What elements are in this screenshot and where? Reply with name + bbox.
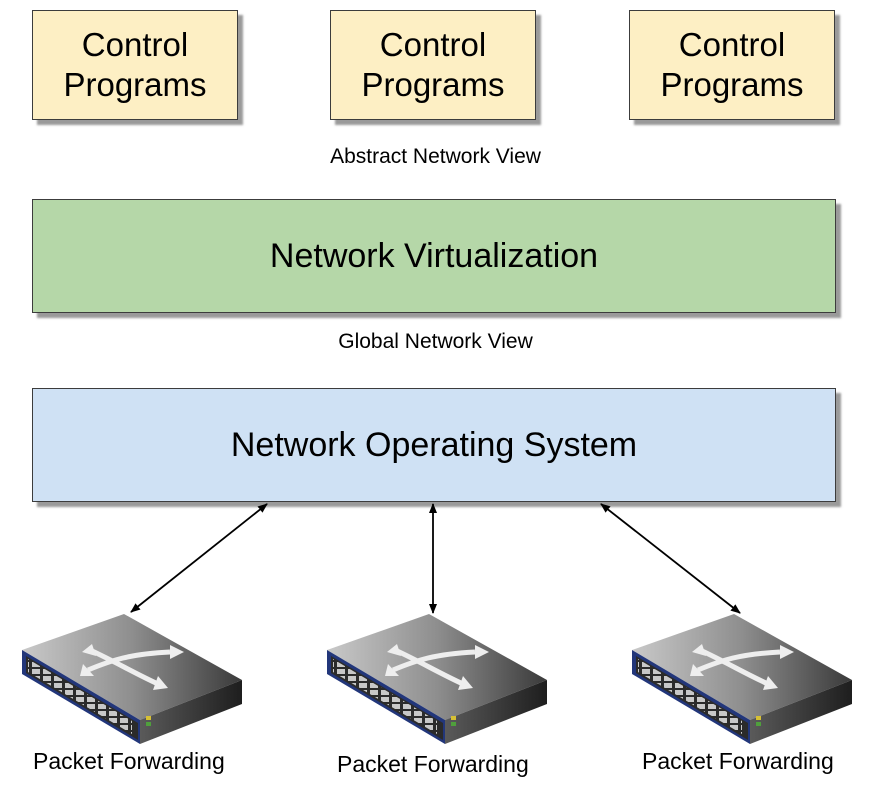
packet-forwarding-label: Packet Forwarding	[642, 748, 834, 774]
global-network-view-label: Global Network View	[338, 330, 533, 353]
network-virtualization-label: Network Virtualization	[269, 236, 599, 275]
abstract-network-view-label: Abstract Network View	[330, 145, 541, 168]
network-operating-system-label: Network Operating System	[230, 425, 638, 464]
control-programs-box: Control Programs	[629, 10, 835, 120]
network-switch-icon	[632, 614, 852, 744]
control-programs-box: Control Programs	[330, 10, 536, 120]
control-programs-label: Control Programs	[63, 26, 207, 103]
network-virtualization-box: Network Virtualization	[32, 199, 836, 313]
network-switch-icon	[327, 614, 547, 744]
arrow-right	[600, 503, 741, 614]
control-programs-box: Control Programs	[32, 10, 238, 120]
control-programs-label: Control Programs	[660, 26, 804, 103]
arrow-left	[130, 503, 268, 613]
packet-forwarding-label: Packet Forwarding	[33, 748, 225, 774]
control-programs-label: Control Programs	[361, 26, 505, 103]
network-switch-icon	[22, 614, 242, 744]
network-operating-system-box: Network Operating System	[32, 388, 836, 502]
packet-forwarding-label: Packet Forwarding	[337, 751, 529, 777]
